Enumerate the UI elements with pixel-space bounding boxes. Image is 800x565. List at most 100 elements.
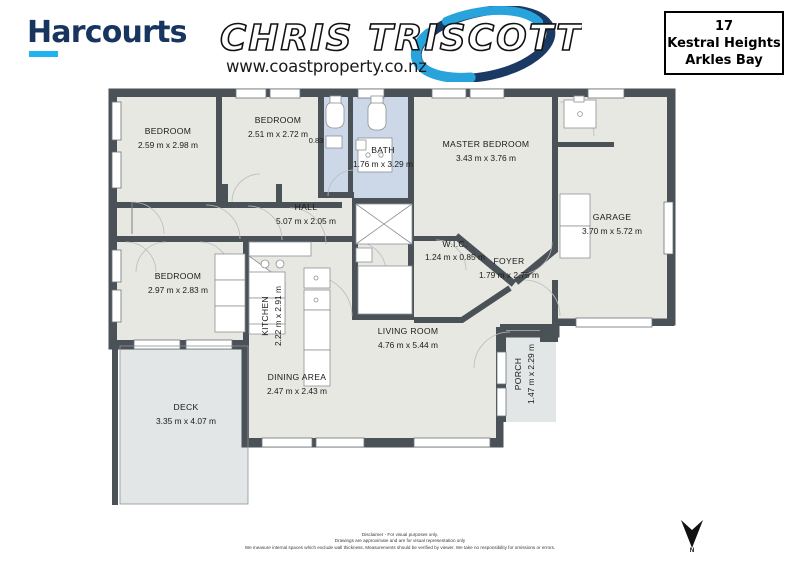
shower-mixer xyxy=(378,152,384,158)
swoosh-blue-arc-top xyxy=(441,6,544,27)
swoosh-blue-arc-left xyxy=(410,28,476,82)
door-foyer-master xyxy=(519,241,553,275)
agent-website-text: www.coastproperty.co.nz xyxy=(226,57,427,76)
label-wic: W.I.C. xyxy=(442,239,467,249)
hob-burner-b xyxy=(275,259,285,269)
dim-bedroom-3: 2.97 m x 2.83 m xyxy=(148,285,208,295)
room-labels: BEDROOM 2.59 m x 2.98 m BEDROOM 2.51 m x… xyxy=(138,115,642,426)
label-bedroom-1: BEDROOM xyxy=(145,126,192,136)
dim-hall: 5.07 m x 2.05 m xyxy=(276,216,336,226)
window-garage-right xyxy=(663,201,674,255)
garage-shelf-a xyxy=(559,193,591,227)
harcourts-wordmark: Harcourts xyxy=(27,15,188,50)
address-street: Kestral Heights xyxy=(667,35,781,51)
fixtures xyxy=(119,95,597,505)
floor-plan-svg: .wall { fill:#4b5257; } .fillr { fill:#e… xyxy=(108,88,676,505)
compass-north-indicator: N xyxy=(672,518,712,562)
label-foyer: FOYER xyxy=(493,256,524,266)
disclaimer-line-2: Drawings are approximate and are for vis… xyxy=(334,538,466,544)
wall-deck-left xyxy=(112,340,118,505)
harcourts-accent-bar xyxy=(29,51,58,57)
label-porch: PORCH xyxy=(513,358,523,391)
wall-living-right xyxy=(496,327,503,445)
windows xyxy=(111,88,674,448)
wall-closet-right xyxy=(276,184,282,208)
page-header: Harcourts CHRIS TRISCOTT www.coastproper… xyxy=(0,0,800,88)
label-living-room: LIVING ROOM xyxy=(378,326,439,336)
toilet-bath xyxy=(367,101,387,131)
dim-wic: 1.24 m x 0.85 m xyxy=(425,252,485,262)
shower-drain xyxy=(365,152,371,158)
kitchen-tap xyxy=(313,275,319,281)
door-bedroom2-hall xyxy=(289,207,327,245)
wall-bath-right xyxy=(408,92,414,204)
floor-plan: .wall { fill:#4b5257; } .fillr { fill:#e… xyxy=(0,84,800,514)
wall-wic-left xyxy=(352,202,358,320)
dim-closet-width: 0.83 xyxy=(309,136,323,145)
kitchen-knob xyxy=(313,297,319,303)
label-bedroom-2: BEDROOM xyxy=(255,115,302,125)
wall-hall-living xyxy=(243,236,249,444)
door-hall-a xyxy=(205,204,241,240)
window-bed3-bottom-a xyxy=(133,339,181,350)
wall-wic-right xyxy=(408,202,414,320)
dim-master-bedroom: 3.43 m x 3.76 m xyxy=(456,153,516,163)
label-kitchen: KITCHEN xyxy=(260,296,270,336)
wall-wic-angle xyxy=(453,233,517,287)
door-bedroom3-b xyxy=(135,241,167,273)
dim-bedroom-2: 2.51 m x 2.72 m xyxy=(248,129,308,139)
door-foyer-garage xyxy=(523,279,561,317)
window-porch-a xyxy=(496,351,507,385)
laundry-tap xyxy=(577,111,583,117)
disclaimer-line-3: We measure internal spaces which exclude… xyxy=(244,544,556,550)
kitchen-bench-top xyxy=(248,241,312,257)
door-master-wic xyxy=(435,239,467,271)
shower-cross xyxy=(355,203,413,245)
compass-arrow-icon xyxy=(681,520,703,548)
address-suburb: Arkles Bay xyxy=(685,52,763,68)
door-entry xyxy=(473,331,511,369)
wardrobe-bed3-a xyxy=(214,253,246,281)
wall-wc-bottom xyxy=(318,192,354,198)
kitchen-pantry xyxy=(303,309,331,351)
window-bed1-left-b xyxy=(111,151,122,189)
wall-wic-top xyxy=(414,236,458,241)
bath-basin xyxy=(355,139,367,151)
fill-deck xyxy=(120,346,248,504)
dim-bath: 1.76 m x 3.29 m xyxy=(353,159,413,169)
window-bed2-b xyxy=(269,88,301,99)
basin-wc xyxy=(325,135,343,149)
address-box: 17 Kestral Heights Arkles Bay xyxy=(664,11,784,75)
fill-bedroom3 xyxy=(112,239,245,346)
wall-top xyxy=(110,90,674,97)
wall-left xyxy=(110,90,117,348)
window-dining-b xyxy=(315,437,365,448)
laundry-faucet xyxy=(573,95,585,103)
compass-north-label: N xyxy=(689,548,695,554)
label-hall: HALL xyxy=(295,202,318,212)
label-deck: DECK xyxy=(173,402,198,412)
wall-bed1-bed2 xyxy=(216,92,222,204)
kitchen-cab-b xyxy=(248,297,286,325)
fill-garage xyxy=(556,92,672,326)
page-footer: Disclaimer - For visual purposes only. D… xyxy=(0,524,800,565)
compass-arrow-shape xyxy=(681,520,703,548)
label-master-bedroom: MASTER BEDROOM xyxy=(443,139,530,149)
kitchen-fridge xyxy=(303,349,331,387)
dim-living-room: 4.76 m x 5.44 m xyxy=(378,340,438,350)
wall-hall-south xyxy=(117,236,247,242)
window-dining-a xyxy=(261,437,313,448)
wall-wic-lower-angle xyxy=(414,285,512,323)
wall-bath-bottom xyxy=(352,198,414,204)
chris-triscott-logo: CHRIS TRISCOTT www.coastproperty.co.nz xyxy=(212,6,582,82)
harcourts-logo: Harcourts xyxy=(27,18,197,57)
triscott-logo-svg: CHRIS TRISCOTT www.coastproperty.co.nz xyxy=(219,6,582,82)
toilet-wc xyxy=(325,101,345,129)
disclaimer-text: Disclaimer - For visual purposes only. D… xyxy=(0,532,800,551)
wall-porch-top xyxy=(500,324,558,330)
garage-shelf-b xyxy=(559,225,591,259)
dim-garage: 3.70 m x 5.72 m xyxy=(582,226,642,236)
dim-deck: 3.35 m x 4.07 m xyxy=(156,416,216,426)
cistern-wc xyxy=(329,95,342,104)
linen-basin xyxy=(355,247,373,263)
